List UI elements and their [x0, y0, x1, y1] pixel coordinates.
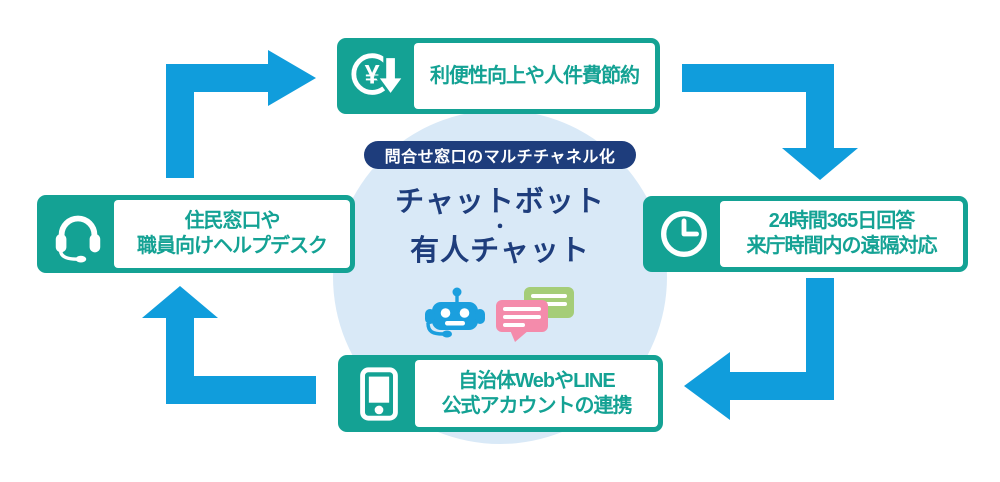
benefit-box-cost-label: 利便性向上や人件費節約 — [430, 64, 640, 87]
arrow-bottom-to-left-icon — [142, 286, 316, 404]
arrow-top-to-right-icon — [682, 64, 858, 180]
center-title: チャットボット ・ 有人チャット — [333, 186, 667, 268]
benefit-box-web-line-line1: 自治体WebやLINE — [458, 369, 615, 392]
benefit-box-cost: ¥ 利便性向上や人件費節約 — [337, 38, 660, 114]
benefit-box-247: 24時間365日回答 来庁時間内の遠隔対応 — [643, 196, 968, 272]
yen-cost-down-icon: ¥ — [342, 43, 414, 109]
arrow-right-to-bottom-icon — [684, 278, 834, 420]
center-title-line2: 有人チャット — [410, 235, 590, 267]
benefit-box-247-line1: 24時間365日回答 — [768, 210, 916, 232]
svg-text:¥: ¥ — [365, 60, 380, 90]
benefit-box-helpdesk-line1: 住民窓口や — [184, 210, 281, 232]
headset-icon — [42, 200, 114, 268]
chatbot-robot-icon — [425, 287, 485, 338]
clock-icon — [648, 201, 720, 267]
center-badge: 問合せ窓口のマルチチャネル化 — [364, 141, 636, 169]
smartphone-icon — [343, 360, 415, 427]
benefit-box-helpdesk: 住民窓口や 職員向けヘルプデスク — [37, 195, 355, 273]
arrow-left-to-top-icon — [166, 50, 316, 178]
benefit-box-247-line2: 来庁時間内の遠隔対応 — [746, 235, 938, 257]
chat-bubbles-icon — [496, 287, 574, 342]
center-title-line1: チャットボット — [395, 186, 605, 218]
center-title-bullet: ・ — [491, 217, 509, 237]
benefit-box-web-line: 自治体WebやLINE 公式アカウントの連携 — [338, 355, 663, 432]
benefit-box-web-line-line2: 公式アカウントの連携 — [441, 394, 633, 417]
benefit-box-helpdesk-line2: 職員向けヘルプデスク — [137, 235, 328, 257]
